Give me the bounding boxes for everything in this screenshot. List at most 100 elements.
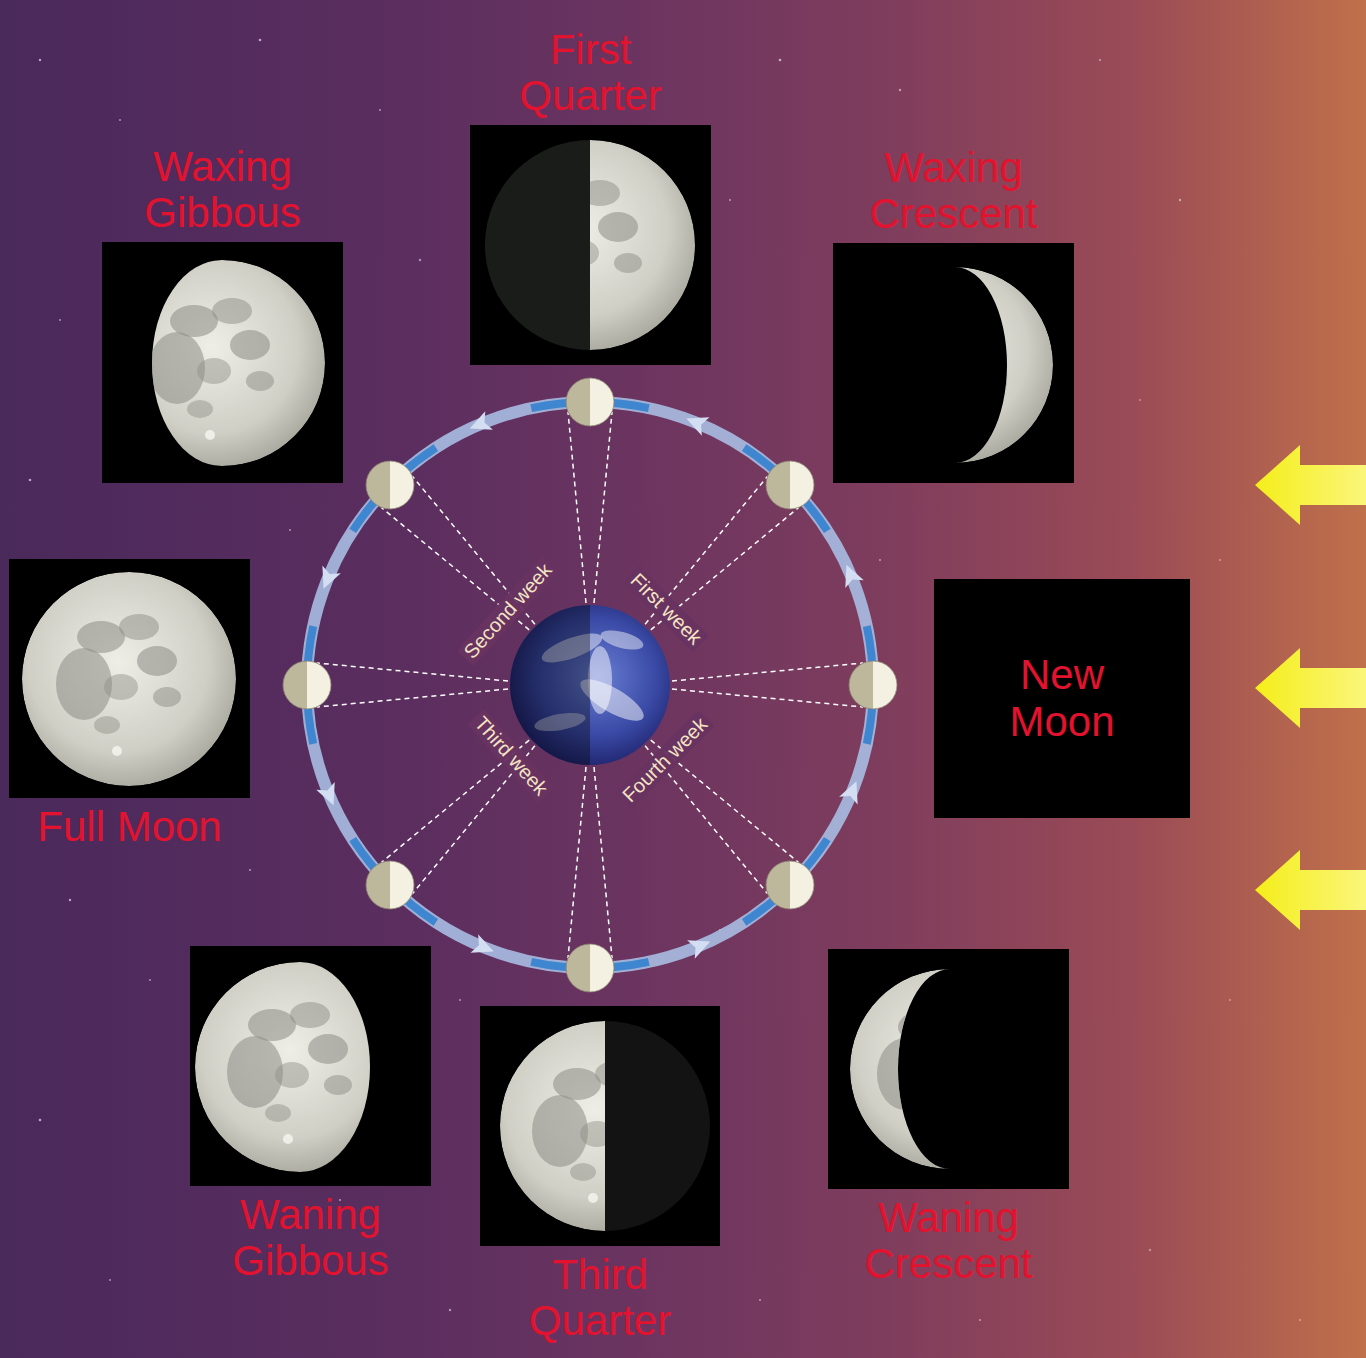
star (1099, 59, 1101, 61)
moon-disc (485, 140, 695, 350)
star (879, 559, 881, 561)
photo-frame (470, 125, 711, 365)
phase-photos (9, 125, 1190, 1246)
orbit-arrows (314, 409, 865, 960)
star (1229, 999, 1231, 1001)
orbit-moon (366, 461, 414, 509)
sight-line-pair (672, 663, 863, 707)
phase-label: Waxing Crescent (844, 145, 1064, 237)
star (39, 1119, 42, 1122)
orbit-segment (348, 839, 436, 927)
photo-frame (934, 579, 1190, 818)
sunlight-arrow (1255, 850, 1366, 930)
phase-box: Waning Crescent (828, 949, 1069, 1189)
moon-first-quarter (485, 140, 695, 350)
sight-line (568, 412, 586, 603)
moon-earthshine (500, 1021, 710, 1231)
orbit-arrowhead (466, 411, 493, 438)
phase-label: First Quarter (481, 27, 701, 119)
week-label: Fourth week (615, 710, 715, 810)
orbit-moon (566, 378, 614, 426)
orbit-moons (283, 378, 897, 992)
star (899, 89, 901, 91)
week-label: First week (623, 565, 709, 651)
phase-box: Waxing Gibbous (102, 242, 343, 483)
sight-line (672, 689, 863, 707)
week-label: Second week (457, 556, 560, 667)
sight-line (672, 663, 863, 681)
star (59, 319, 61, 321)
photo-frame (480, 1006, 720, 1246)
orbit-segments (307, 402, 873, 968)
star (149, 979, 151, 981)
orbit-moon (849, 661, 897, 709)
photo-frame (9, 559, 250, 798)
sight-line-pair (317, 663, 508, 707)
phase-label: Third Quarter (490, 1252, 710, 1344)
star (1139, 399, 1141, 401)
sight-line (317, 663, 508, 681)
orbit-moon (766, 861, 814, 909)
sunlight-arrow (1255, 648, 1366, 728)
phase-box: Full Moon (9, 559, 250, 798)
photo-frame (833, 243, 1074, 483)
star (259, 39, 262, 42)
star (779, 59, 782, 62)
phase-label: Waning Gibbous (201, 1192, 421, 1284)
photo-frame (828, 949, 1069, 1189)
star (1149, 1249, 1151, 1251)
moon-maria (517, 180, 642, 322)
sight-line (568, 767, 586, 958)
star (1219, 559, 1221, 561)
star (979, 1319, 981, 1321)
orbit-segment (348, 443, 436, 531)
moon-waxing-gibbous (119, 260, 325, 466)
orbit-segment (744, 839, 832, 927)
star (249, 869, 251, 871)
orbit-arrowhead (839, 777, 866, 804)
star (419, 259, 421, 261)
orbit-arrowhead (314, 565, 341, 592)
moon-disc (195, 962, 405, 1172)
phase-box: First Quarter (470, 125, 711, 365)
earth-night-side (510, 605, 590, 765)
star (109, 1279, 111, 1281)
moon-maria (227, 1002, 352, 1144)
moon-disc (119, 260, 325, 466)
moon-disc (850, 969, 1050, 1169)
phase-box: Third Quarter (480, 1006, 720, 1246)
moon-full (22, 572, 236, 786)
orbit-moon (566, 944, 614, 992)
phase-label: New Moon (982, 652, 1142, 744)
moon-third-quarter (500, 1021, 710, 1231)
star (1179, 199, 1181, 201)
sight-line (594, 412, 612, 603)
sight-lines (317, 412, 863, 958)
star (289, 529, 291, 531)
star (459, 999, 461, 1001)
moon-disc (857, 267, 1053, 463)
moon-waning-gibbous (195, 962, 405, 1172)
sight-line-pair (568, 412, 612, 603)
phase-label: Waning Crescent (839, 1195, 1059, 1287)
moon-disc (22, 572, 236, 786)
phase-box: Waning Gibbous (190, 946, 431, 1186)
orbit-arrowhead (682, 409, 709, 436)
orbit-moon (766, 461, 814, 509)
star (759, 1299, 761, 1301)
photo-frame (190, 946, 431, 1186)
moon-waning-crescent (850, 969, 1050, 1169)
sight-line (594, 767, 612, 958)
phase-box: New Moon (934, 579, 1190, 818)
sight-line-pair (568, 767, 612, 958)
phase-label: Full Moon (9, 804, 250, 850)
moon-maria (532, 1061, 657, 1203)
sun-rays (1255, 445, 1366, 930)
star (1299, 1319, 1301, 1321)
star (69, 899, 71, 901)
moon-waxing-crescent (857, 267, 1053, 463)
orbit-arrowhead (470, 934, 497, 961)
sunlight-arrow (1255, 445, 1366, 525)
week-label: Third week (467, 709, 555, 803)
